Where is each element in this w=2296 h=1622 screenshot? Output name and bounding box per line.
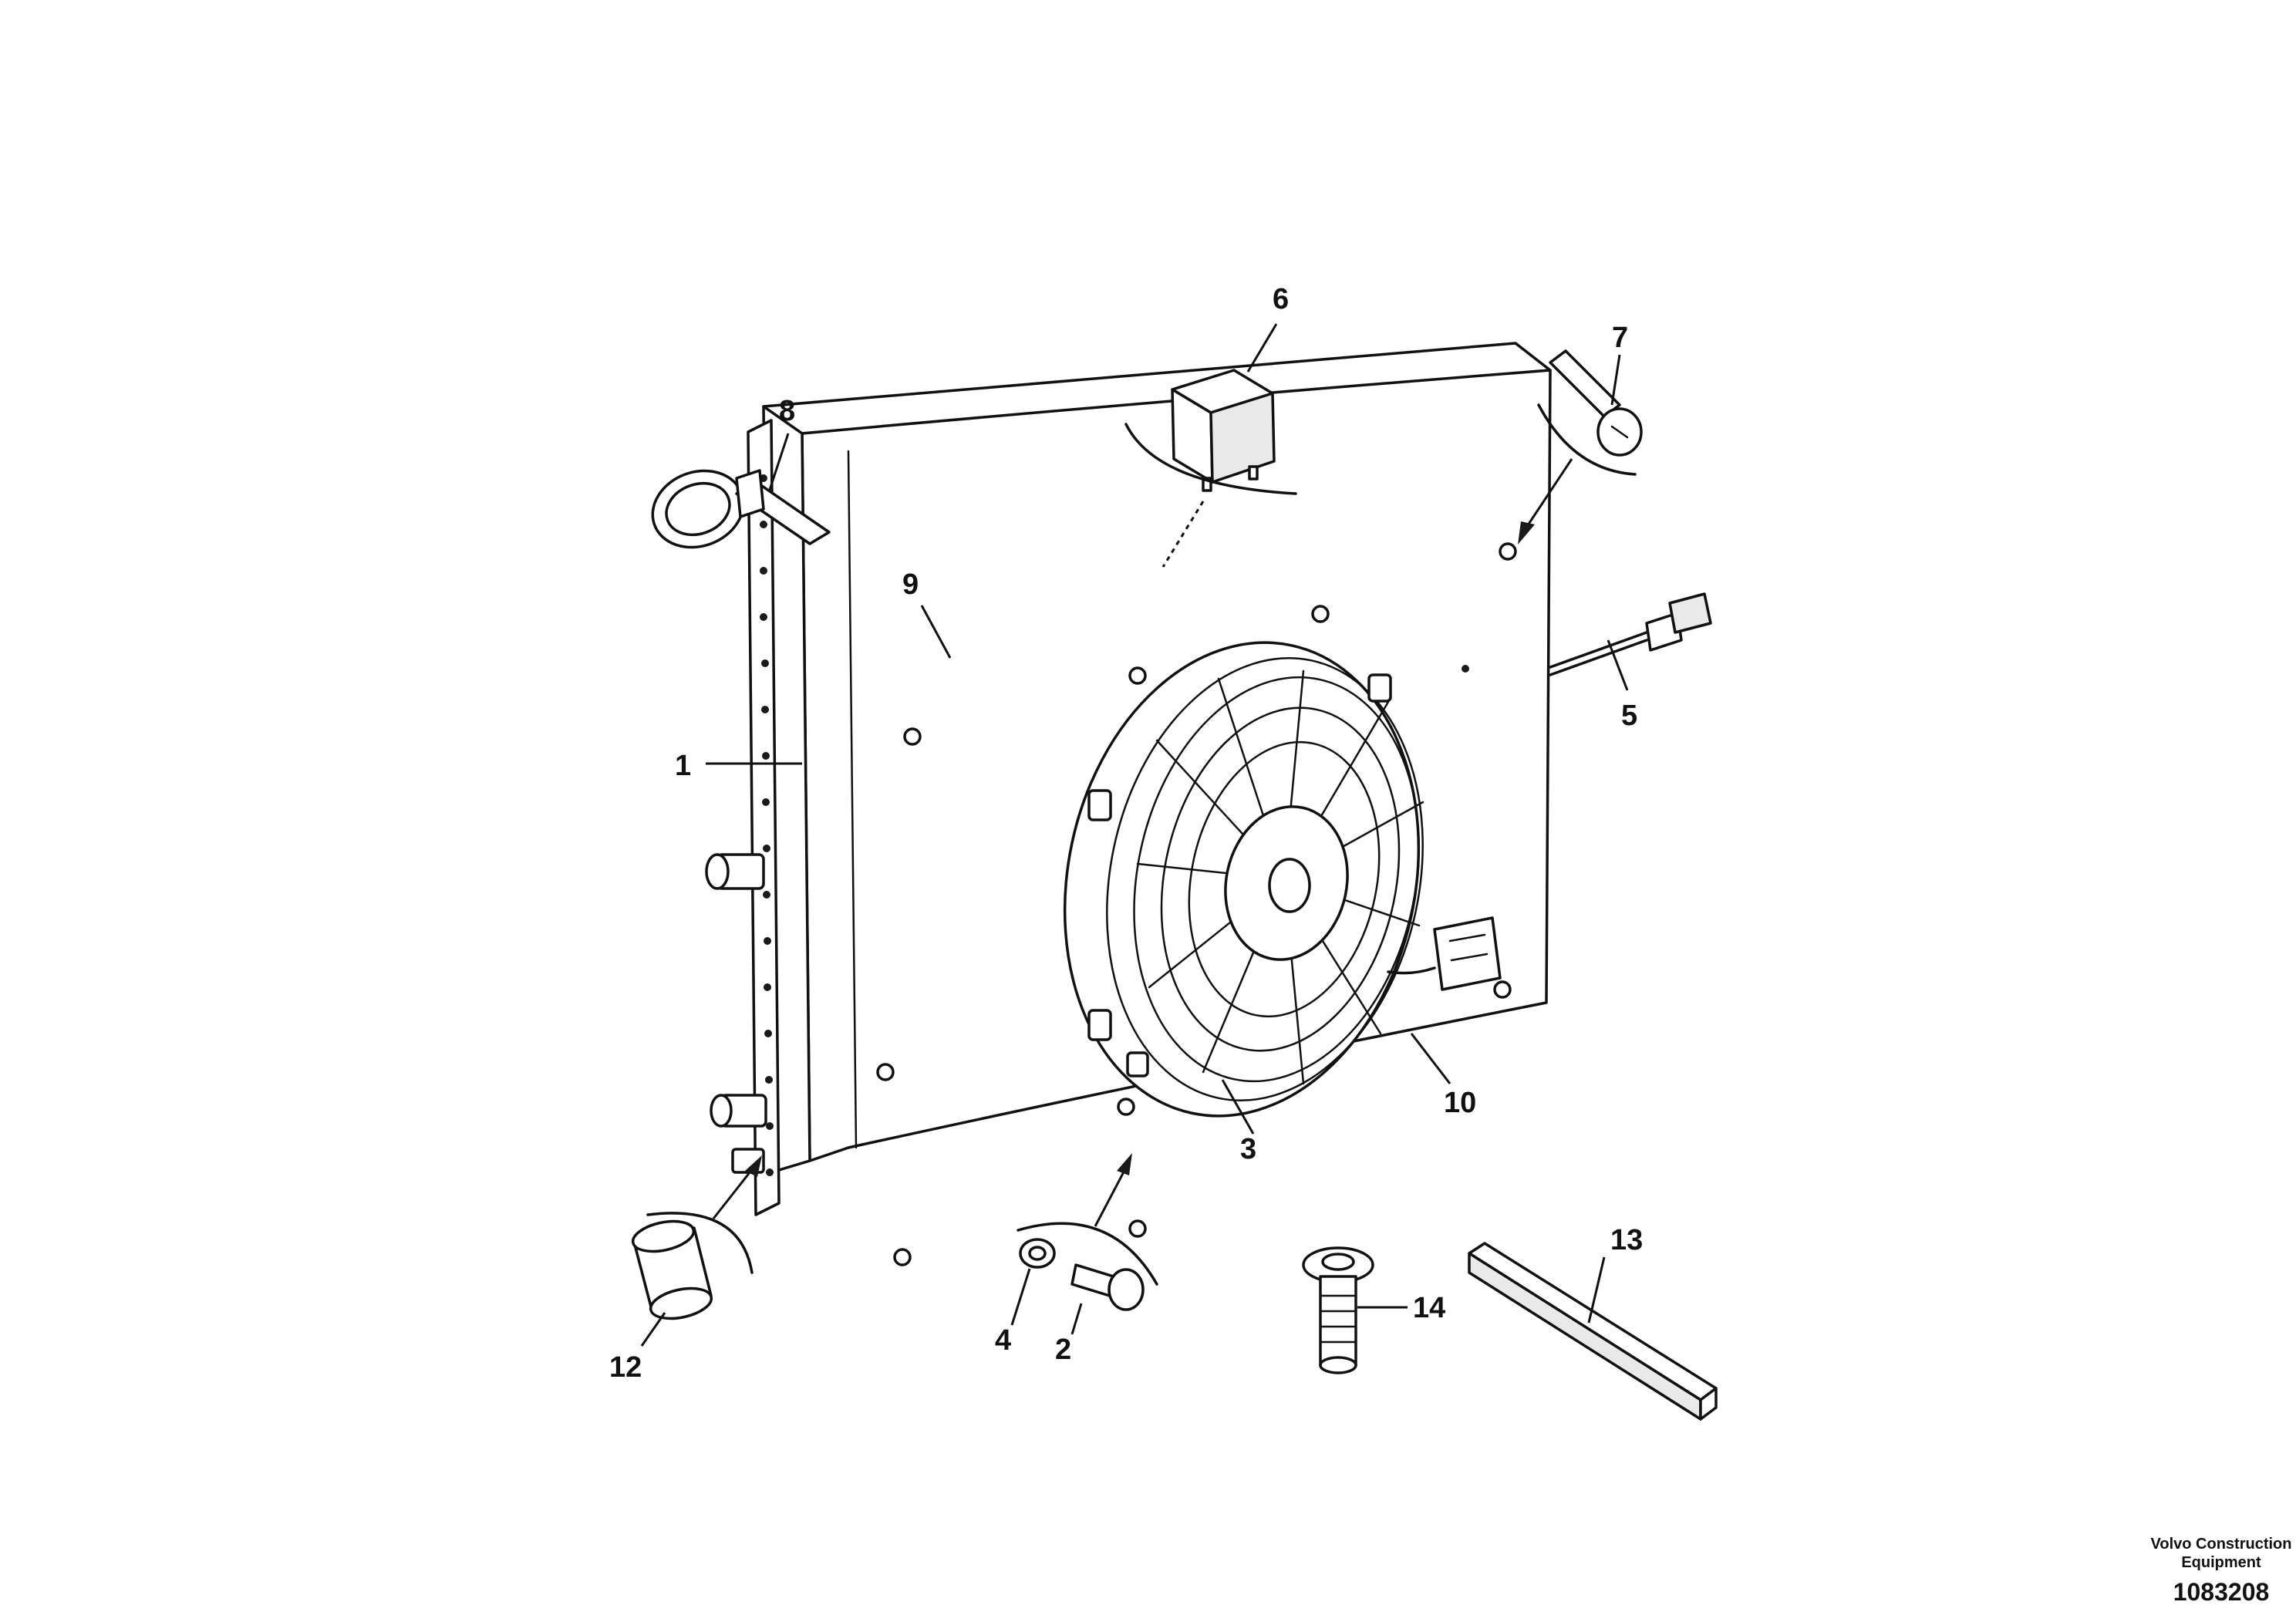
fan-assembly	[1063, 641, 1502, 1118]
callout-3: 3	[1240, 1133, 1256, 1165]
callout-13: 13	[1610, 1224, 1643, 1256]
callout-1: 1	[675, 750, 691, 782]
callout-2: 2	[1055, 1334, 1071, 1366]
washer-4	[1019, 1238, 1056, 1269]
callout-4: 4	[995, 1324, 1011, 1357]
leader-lines	[640, 323, 1629, 1347]
panel-bolts	[876, 542, 1517, 1266]
drawing-number: 1083208	[2173, 1578, 2270, 1606]
screw-14	[1302, 1246, 1374, 1374]
callout-labels: 1 2 3 4 5 6 7 8 9 10 12 13 14	[609, 283, 1643, 1384]
callout-5: 5	[1621, 700, 1637, 732]
callout-8: 8	[779, 395, 795, 427]
rubber-sleeve	[631, 1155, 762, 1320]
pipe-stubs	[705, 853, 767, 1174]
fan-connector	[1433, 916, 1502, 991]
callout-6: 6	[1273, 283, 1289, 315]
sealing-strip	[1468, 1242, 1718, 1421]
header-ports	[760, 474, 774, 1176]
callout-10: 10	[1444, 1087, 1476, 1119]
company-name-line2: Equipment	[2181, 1554, 2261, 1571]
callout-12: 12	[609, 1351, 642, 1384]
bolt-2	[1070, 1263, 1145, 1311]
company-name-line1: Volvo Construction	[2151, 1536, 2292, 1553]
footer: Volvo Construction Equipment 1083208	[2151, 1536, 2292, 1606]
callout-7: 7	[1612, 322, 1628, 354]
condenser-header	[747, 419, 781, 1216]
wiring-cable	[1549, 592, 1712, 676]
relay	[1124, 369, 1297, 568]
bolt-7	[1518, 349, 1643, 545]
callout-9: 9	[902, 568, 919, 601]
cable-tie	[651, 469, 831, 549]
callout-14: 14	[1413, 1292, 1445, 1324]
